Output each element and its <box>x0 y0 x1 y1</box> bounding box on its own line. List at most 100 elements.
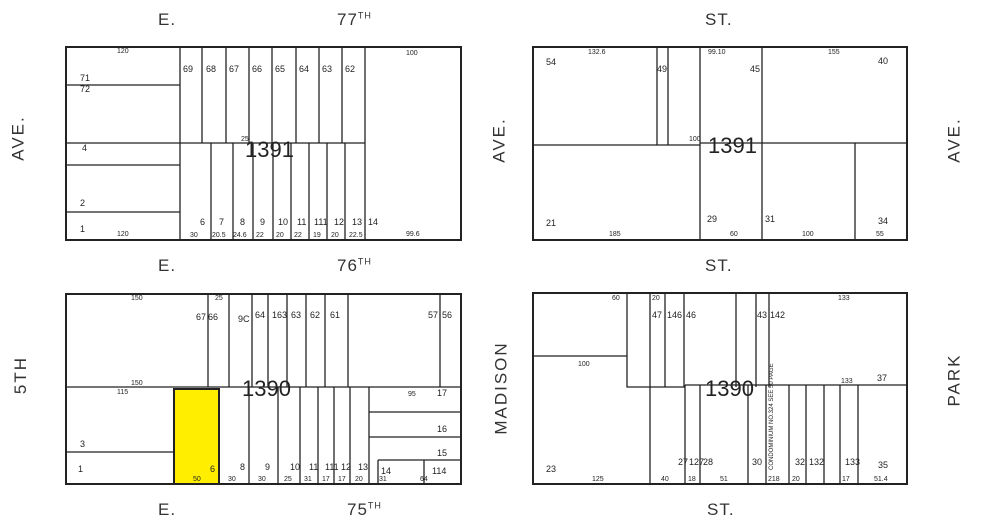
lot-number: 57 <box>428 310 438 320</box>
lot-number: 62 <box>310 310 320 320</box>
dim-label: 100 <box>802 231 814 238</box>
lot-number: 142 <box>770 310 785 320</box>
dim-label: 185 <box>609 231 621 238</box>
dim-label: 218 <box>768 476 780 483</box>
lot-number: 11 <box>309 462 318 472</box>
lot-number: 146 <box>667 310 682 320</box>
lot-number: 9C <box>238 314 250 324</box>
street-ordinal: TH <box>367 500 382 511</box>
dim-label: 31 <box>304 476 312 483</box>
lot-number: 54 <box>546 57 556 67</box>
dim-label: 132.6 <box>588 49 606 56</box>
avenue-label-park-bottom: PARK <box>944 353 964 407</box>
lot-number: 40 <box>878 56 888 66</box>
lot-number: 62 <box>345 64 355 74</box>
lot-number: 31 <box>765 214 775 224</box>
lot-number: 21 <box>546 218 556 228</box>
lot-number: 3 <box>80 439 85 449</box>
street-suffix-e77: ST. <box>705 10 733 29</box>
lot-number: 43 <box>757 310 767 320</box>
lot-number: 11 <box>297 217 306 227</box>
dim-label: 17 <box>842 476 850 483</box>
lot-number: 127 <box>689 457 704 467</box>
dim-label: 155 <box>828 49 840 56</box>
lot-number: 13 <box>358 462 368 472</box>
block-top-left <box>65 46 462 241</box>
block-outline <box>532 292 908 485</box>
dim-label: 18 <box>688 476 696 483</box>
dim-label: 22 <box>294 232 302 239</box>
avenue-label-madison-top: AVE. <box>489 117 509 163</box>
lot-number: 111 <box>314 217 328 227</box>
dim-label: 55 <box>876 231 884 238</box>
lot-number: 2 <box>80 198 85 208</box>
lot-number: 14 <box>368 217 378 227</box>
lot-number: 111 <box>325 462 339 472</box>
lot-number: 6 <box>210 464 215 474</box>
lot-number: 28 <box>703 457 713 467</box>
lot-number: 66 <box>252 64 262 74</box>
lot-number: 35 <box>878 460 888 470</box>
lot-number: 64 <box>255 310 265 320</box>
block-top-right <box>532 46 908 241</box>
street-prefix-e75: E. <box>158 500 177 519</box>
dim-label: 100 <box>406 50 418 57</box>
dim-label: 150 <box>131 295 143 302</box>
labels-bottom-right: 60 20 100 133 133 125 40 18 51 218 20 17… <box>546 295 888 483</box>
block-number: 1390 <box>242 376 291 401</box>
lot-number: 29 <box>707 214 717 224</box>
lot-number: 68 <box>206 64 216 74</box>
lot-number: 163 <box>272 310 287 320</box>
street-number: 76 <box>337 256 358 275</box>
dim-label: 100 <box>578 361 590 368</box>
lot-number: 9 <box>260 217 265 227</box>
dim-label: 24.6 <box>233 232 247 239</box>
lot-number: 1 <box>80 224 85 234</box>
dim-label: 20 <box>331 232 339 239</box>
lot-number: 67 <box>229 64 239 74</box>
street-name-e76: 76TH <box>337 256 372 276</box>
dim-label: 99.10 <box>708 49 726 56</box>
lot-number: 4 <box>82 143 87 153</box>
lot-number: 9 <box>265 462 270 472</box>
block-bottom-left <box>65 293 462 485</box>
street-ordinal: TH <box>357 256 372 267</box>
lot-number: 10 <box>290 462 300 472</box>
dim-label: 40 <box>661 476 669 483</box>
dim-label: 115 <box>117 389 128 396</box>
dim-label: 20 <box>276 232 284 239</box>
street-suffix-e75: ST. <box>707 500 735 519</box>
lot-number: 63 <box>291 310 301 320</box>
avenue-label-park-top: AVE. <box>944 117 964 163</box>
highlighted-lot[interactable] <box>173 388 220 485</box>
dim-label: 60 <box>730 231 738 238</box>
lot-number: 114 <box>432 466 446 476</box>
dim-label: 64 <box>420 476 428 483</box>
lot-number: 8 <box>240 217 245 227</box>
dim-label: 25 <box>284 476 292 483</box>
lot-number: 17 <box>437 388 447 398</box>
lot-number: 69 <box>183 64 193 74</box>
lot-number: 37 <box>877 373 887 383</box>
dim-label: 20.5 <box>212 232 226 239</box>
lot-number: 8 <box>240 462 245 472</box>
lot-number: 66 <box>208 312 218 322</box>
street-number: 77 <box>337 10 358 29</box>
dim-label: 60 <box>612 295 620 302</box>
lot-number: 27 <box>678 457 688 467</box>
lot-number: 61 <box>330 310 340 320</box>
labels-top-right: 54 49 45 40 21 29 31 34 132.6 99.10 155 … <box>546 49 888 238</box>
dim-label: 51.4 <box>874 476 888 483</box>
lot-number: 15 <box>437 448 447 458</box>
block-bottom-right <box>532 292 908 485</box>
lot-number: 32 <box>795 457 805 467</box>
dim-label: 25 <box>241 136 249 143</box>
dim-label: 150 <box>131 380 143 387</box>
lot-number: 64 <box>299 64 309 74</box>
lot-number: 30 <box>752 457 762 467</box>
lot-number: 12 <box>341 462 351 472</box>
lot-number: 46 <box>686 310 696 320</box>
lot-number: 10 <box>278 217 288 227</box>
lot-number: 133 <box>845 457 860 467</box>
